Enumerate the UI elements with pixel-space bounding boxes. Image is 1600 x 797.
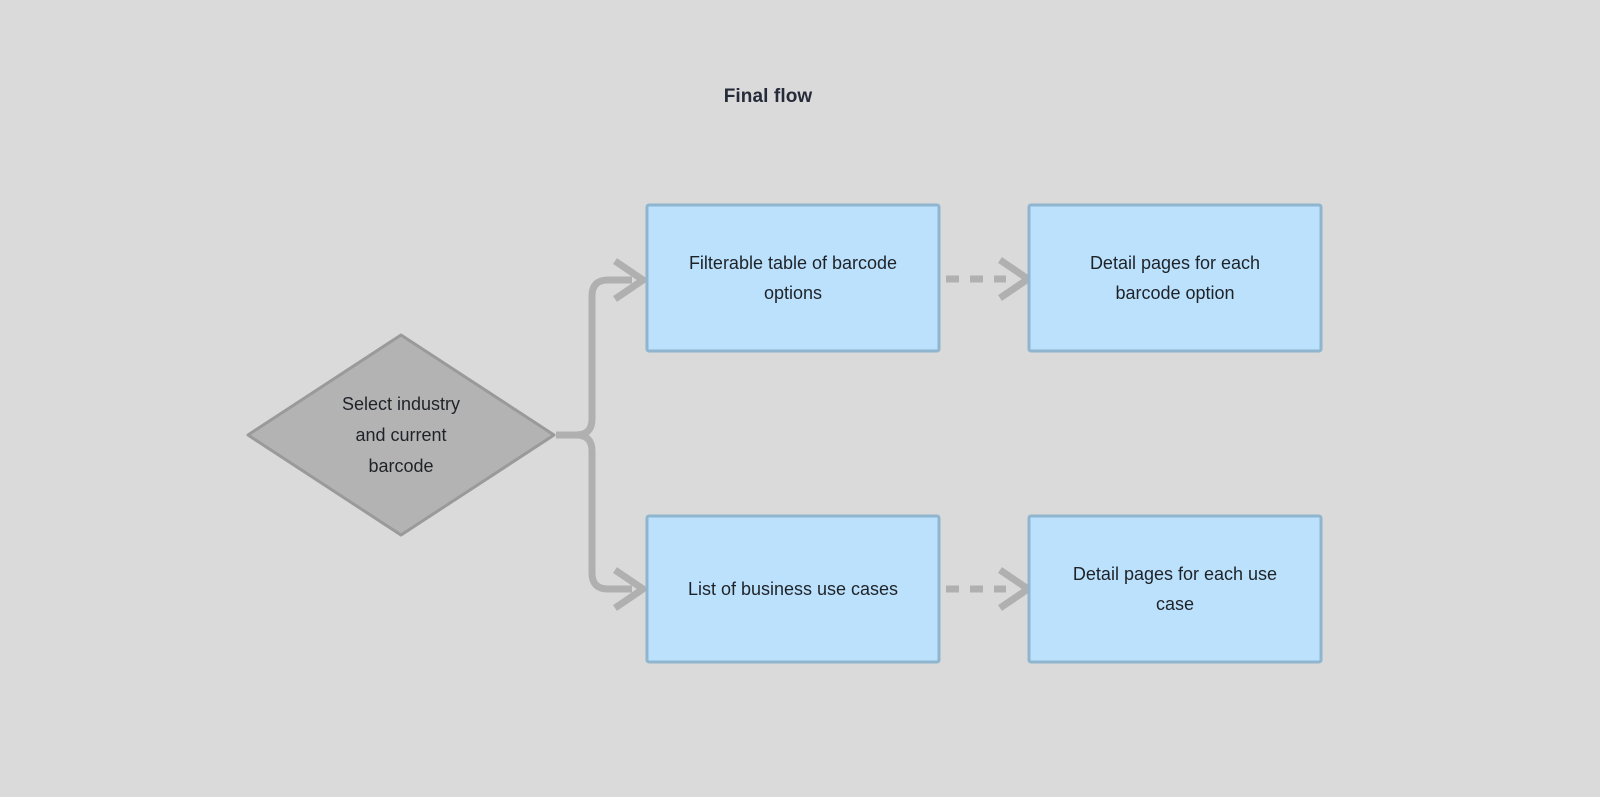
node-use-cases-label: List of business use cases	[687, 579, 899, 599]
edge-filterable-table-to-detail-barcode	[946, 257, 1032, 301]
edge-layer	[556, 257, 1032, 611]
node-use-cases-shape[interactable]	[645, 514, 941, 664]
node-detail-usecase-label: Detail pages for each use case	[1072, 564, 1278, 614]
node-filterable-table-shape[interactable]	[645, 203, 941, 353]
node-detail-usecase-shape[interactable]	[1027, 514, 1323, 664]
edge-decision-to-use-cases	[556, 431, 647, 611]
node-detail-barcode-shape[interactable]	[1027, 203, 1323, 353]
node-layer	[246, 203, 1323, 664]
edge-decision-to-filterable-table	[556, 258, 647, 439]
edge-line	[556, 276, 632, 439]
edge-use-cases-to-detail-usecase	[946, 567, 1032, 611]
page-title: Final flow	[723, 86, 813, 107]
node-filterable-table-label: Filterable table of barcode options	[688, 253, 898, 303]
edge-line	[556, 431, 632, 593]
node-decision-shape[interactable]	[246, 333, 556, 537]
node-detail-barcode-label: Detail pages for each barcode option	[1089, 253, 1261, 303]
arrowhead-icon	[613, 258, 647, 302]
node-decision-label: Select industry and current barcode	[341, 393, 461, 476]
arrowhead-icon	[613, 567, 647, 611]
